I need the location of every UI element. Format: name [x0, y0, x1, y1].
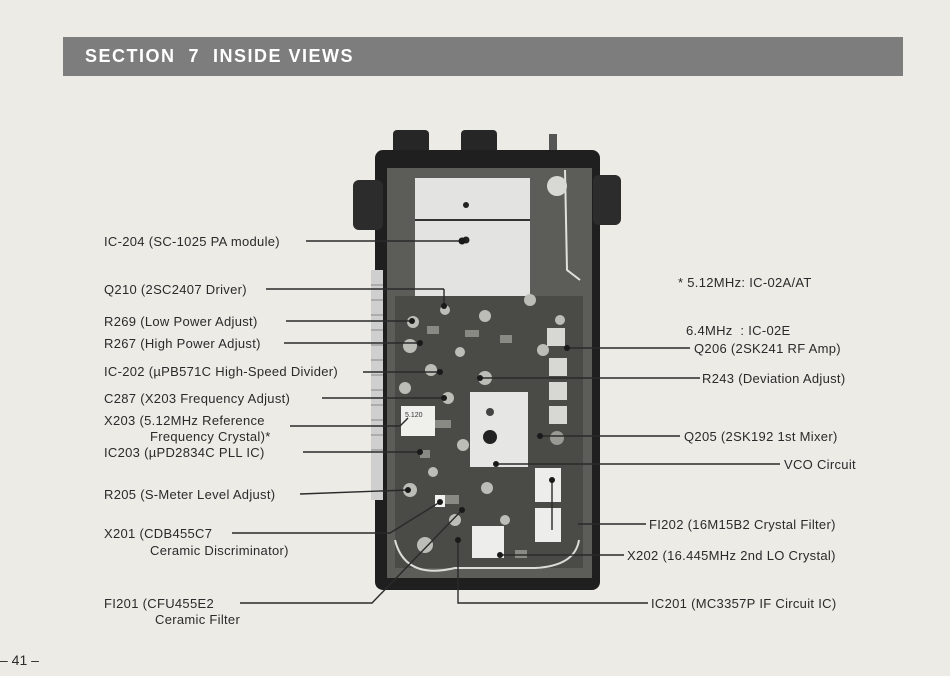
label-x201-line2: Ceramic Discriminator) — [150, 543, 289, 558]
footnote-line1: * 5.12MHz: IC-02A/AT — [678, 275, 812, 290]
case-clip-right — [593, 175, 621, 225]
antenna-fitting — [547, 176, 567, 196]
label-x203-line2: Frequency Crystal)* — [150, 429, 271, 444]
connector-strip — [371, 270, 383, 500]
label-vco: VCO Circuit — [784, 457, 856, 472]
label-q210: Q210 (2SC2407 Driver) — [104, 282, 247, 297]
label-ic202: IC-202 (µPB571C High-Speed Divider) — [104, 364, 339, 379]
footnote-line2: 6.4MHz : IC-02E — [686, 323, 791, 338]
frequency-footnote: * 5.12MHz: IC-02A/AT 6.4MHz : IC-02E — [678, 243, 812, 355]
label-ic201: IC201 (MC3357P IF Circuit IC) — [651, 596, 837, 611]
pa-module — [415, 178, 530, 296]
label-fi201-line1: FI201 (CFU455E2 — [104, 596, 214, 611]
vco-shield — [470, 392, 528, 467]
label-r205: R205 (S-Meter Level Adjust) — [104, 487, 276, 502]
inside-view-photo: 5.120 — [353, 130, 621, 590]
label-r269: R269 (Low Power Adjust) — [104, 314, 258, 329]
label-fi201-line2: Ceramic Filter — [155, 612, 241, 627]
label-x203-line1: X203 (5.12MHz Reference — [104, 413, 265, 428]
section-title: SECTION 7 INSIDE VIEWS — [85, 46, 355, 66]
section-banner: SECTION 7 INSIDE VIEWS — [63, 37, 903, 76]
page-number: – 41 – — [0, 652, 39, 668]
label-r243: R243 (Deviation Adjust) — [702, 371, 846, 386]
label-x201-line1: X201 (CDB455C7 — [104, 526, 213, 541]
filter-fi202-lower — [535, 508, 561, 542]
antenna-connector — [549, 134, 557, 154]
label-q206: Q206 (2SK241 RF Amp) — [694, 341, 841, 356]
label-x202: X202 (16.445MHz 2nd LO Crystal) — [627, 548, 836, 563]
crystal-marking: 5.120 — [405, 412, 423, 419]
label-r267: R267 (High Power Adjust) — [104, 336, 261, 351]
label-ic203: IC203 (µPD2834C PLL IC) — [104, 445, 265, 460]
case-clip-left — [353, 180, 383, 230]
label-q205: Q205 (2SK192 1st Mixer) — [684, 429, 838, 444]
crystal-x203 — [401, 406, 435, 436]
label-fi202: FI202 (16M15B2 Crystal Filter) — [649, 517, 836, 532]
label-ic204: IC-204 (SC-1025 PA module) — [104, 234, 280, 249]
label-c287: C287 (X203 Frequency Adjust) — [104, 391, 291, 406]
filter-fi202-upper — [535, 468, 561, 502]
